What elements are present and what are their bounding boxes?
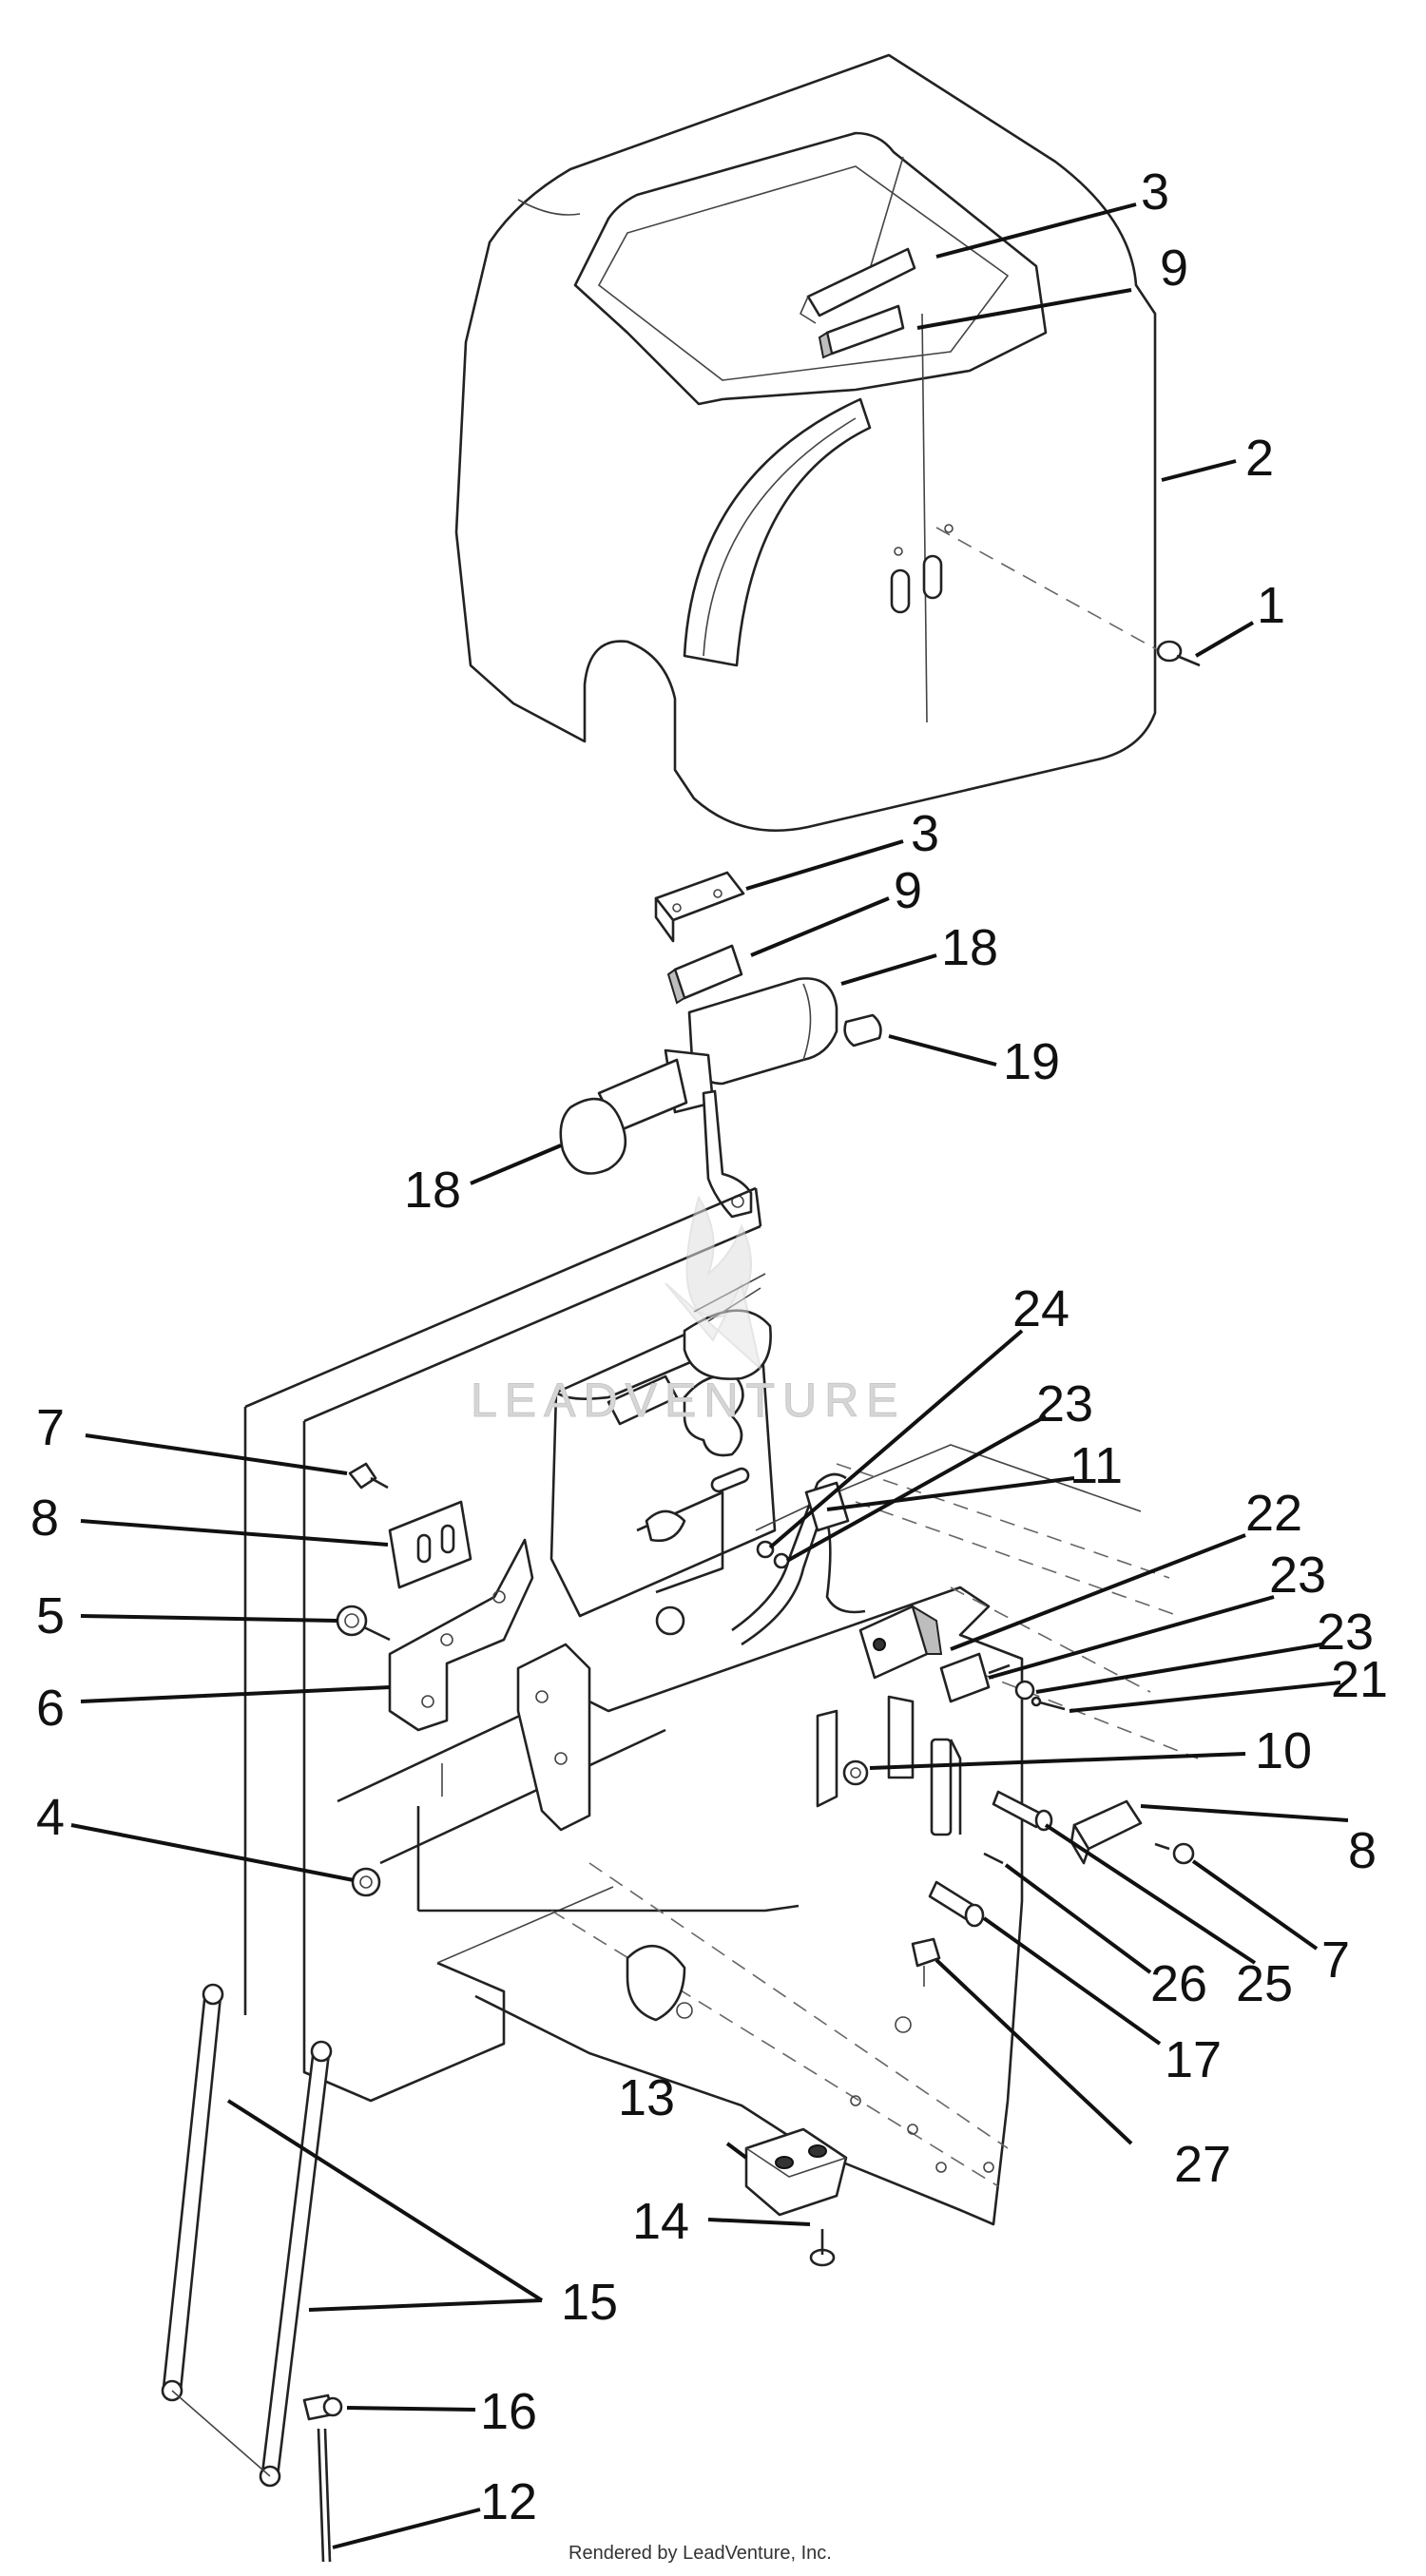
callout-27: 27 [1174, 2136, 1231, 2193]
pin-17 [928, 1880, 985, 1928]
callout-8-right: 8 [1348, 1822, 1377, 1879]
callout-25: 25 [1236, 1955, 1293, 2012]
rod-12 [317, 2428, 332, 2563]
callout-18-lower: 18 [404, 1162, 461, 1219]
watermark-logo [665, 1195, 762, 1372]
bolt-7-right [1154, 1842, 1195, 1865]
callout-12: 12 [480, 2473, 537, 2530]
watermark-text: LEADVENTURE [471, 1374, 906, 1427]
cable-assembly [731, 1472, 866, 1646]
callout-11: 11 [1070, 1437, 1123, 1494]
footer-credit: Rendered by LeadVenture, Inc. [568, 2543, 832, 2564]
strip-lower [666, 944, 743, 1005]
link-15-a [161, 1983, 224, 2402]
callout-18-upper: 18 [941, 919, 998, 976]
callout-7-left: 7 [36, 1399, 65, 1456]
rod-25 [992, 1790, 1053, 1832]
pin-19 [843, 1013, 882, 1048]
callout-22: 23 [1269, 1547, 1326, 1604]
nut-27 [911, 1937, 941, 1987]
screw-20 [1031, 1696, 1066, 1711]
leader-lines [70, 202, 1349, 2549]
callout-9-lower: 9 [894, 862, 922, 919]
block-13 [744, 2127, 848, 2217]
pin-26 [983, 1852, 1004, 1865]
callout-3-upper: 3 [1141, 163, 1169, 221]
callout-15: 15 [561, 2274, 618, 2331]
bracket-upper [799, 247, 916, 324]
callout-19: 19 [1003, 1033, 1060, 1090]
callout-13: 13 [618, 2069, 675, 2126]
frame-panel [243, 1186, 762, 2103]
callout-23-upper: 23 [1036, 1375, 1093, 1432]
control-lever [559, 977, 838, 1219]
bracket-lower [654, 871, 745, 943]
callout-16: 16 [480, 2383, 537, 2440]
callout-10: 10 [1255, 1722, 1312, 1779]
nut-4 [351, 1867, 381, 1897]
callout-8-left: 8 [30, 1490, 59, 1547]
callout-6: 6 [36, 1680, 65, 1737]
bracket-8-left [388, 1500, 472, 1589]
base-plate [337, 1444, 1199, 2226]
callout-14: 14 [632, 2193, 689, 2250]
callout-21: 22 [1245, 1485, 1302, 1542]
callout-17: 17 [1165, 2031, 1222, 2088]
washer-23-right [1014, 1680, 1035, 1701]
bracket-8-right [1070, 1799, 1143, 1865]
screw-14 [809, 2229, 836, 2267]
callout-2: 2 [1245, 430, 1274, 487]
callout-1: 1 [1257, 577, 1285, 634]
post-bracket [516, 1643, 591, 1832]
screw-1 [1156, 640, 1201, 667]
washer-10 [842, 1759, 869, 1786]
strip-upper [818, 304, 905, 359]
switch-21 [858, 1604, 943, 1680]
callout-26: 26 [1150, 1955, 1207, 2012]
callout-23-lower: 23 [1317, 1604, 1374, 1661]
mounting-plate [549, 1273, 777, 1636]
bolt-5 [336, 1605, 391, 1642]
bolt-7-left [348, 1462, 389, 1490]
link-15-b [259, 2040, 333, 2488]
callout-labels: 3 9 2 1 3 9 18 19 18 24 23 11 22 23 23 2… [30, 163, 1388, 2530]
side-bracket-6 [388, 1538, 534, 1732]
console-cover [454, 53, 1161, 833]
switch-22 [939, 1652, 1011, 1703]
callout-4: 4 [36, 1789, 65, 1846]
callout-20: 21 [1331, 1651, 1388, 1708]
callout-7-right: 7 [1321, 1932, 1350, 1989]
callout-5: 5 [36, 1587, 65, 1644]
callout-24: 24 [1012, 1280, 1070, 1337]
pin-16 [302, 2393, 343, 2421]
callout-3-lower: 3 [911, 805, 939, 862]
callout-9-upper: 9 [1160, 240, 1188, 297]
